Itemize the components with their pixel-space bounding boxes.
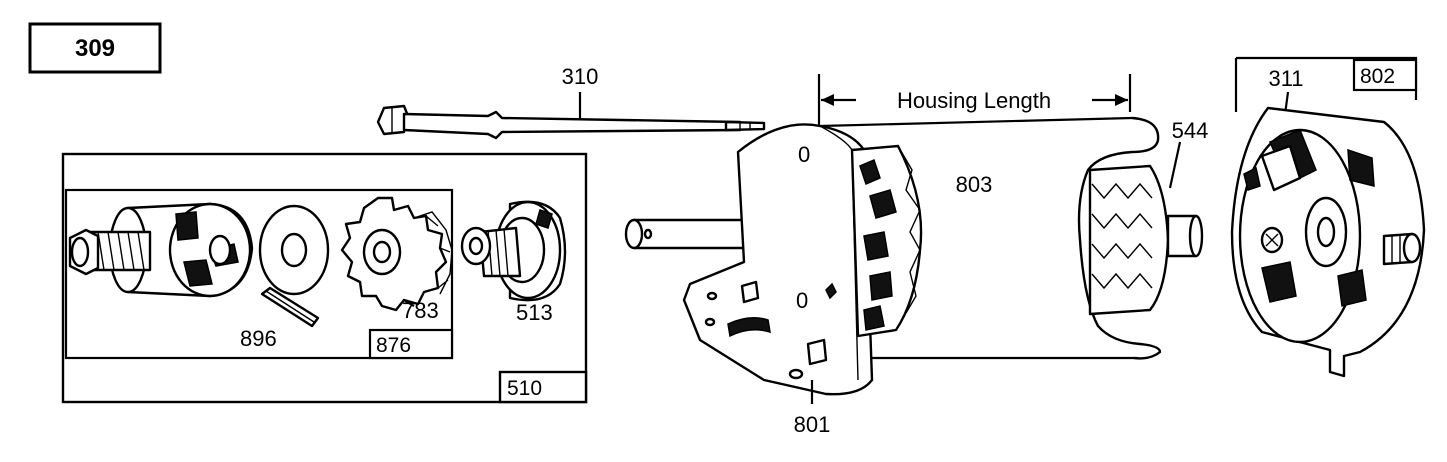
pinion-gear-part-number: 783 xyxy=(402,298,439,323)
gear-kit-label: 876 xyxy=(376,334,411,357)
title-box: 309 xyxy=(28,22,162,74)
end-cap-screw-part-number: 311 xyxy=(1268,66,1303,91)
commutator: 544 xyxy=(1088,118,1209,316)
drive-kit-box: 510 xyxy=(61,152,588,404)
thrust-washer xyxy=(258,204,330,296)
commutator-part-number: 544 xyxy=(1172,118,1209,143)
drive-kit-label: 510 xyxy=(507,377,542,400)
gear-kit-box: 876 xyxy=(64,188,454,360)
housing-length-label: Housing Length xyxy=(897,88,1051,113)
drive-end-cap-part-number: 801 xyxy=(794,412,831,437)
drive-assembly-part-number: 513 xyxy=(516,300,553,325)
roll-pin-part-number: 896 xyxy=(240,326,277,351)
pinion-gear: 783 xyxy=(340,196,453,323)
drive-clutch-assembly xyxy=(68,202,254,298)
bolt-part-number: 310 xyxy=(562,64,599,89)
through-bolt xyxy=(376,104,766,140)
drive-assembly: 513 xyxy=(460,200,567,325)
housing-length-dimension: Housing Length xyxy=(817,74,1132,128)
roll-pin: 896 xyxy=(240,286,320,351)
end-cap-mark-top: 0 xyxy=(798,142,810,167)
bolt-callout: 310 xyxy=(562,64,599,118)
drive-end-cap: 0 0 801 xyxy=(682,123,874,437)
commutator-end-cap xyxy=(1230,106,1426,378)
title-box-label: 309 xyxy=(75,35,115,62)
end-cap-kit-box: 802 311 xyxy=(1234,56,1418,153)
end-cap-kit-label: 802 xyxy=(1360,65,1395,88)
armature-windings xyxy=(850,144,923,338)
armature-part-number: 803 xyxy=(956,172,993,197)
end-cap-mark-bottom: 0 xyxy=(796,288,808,313)
